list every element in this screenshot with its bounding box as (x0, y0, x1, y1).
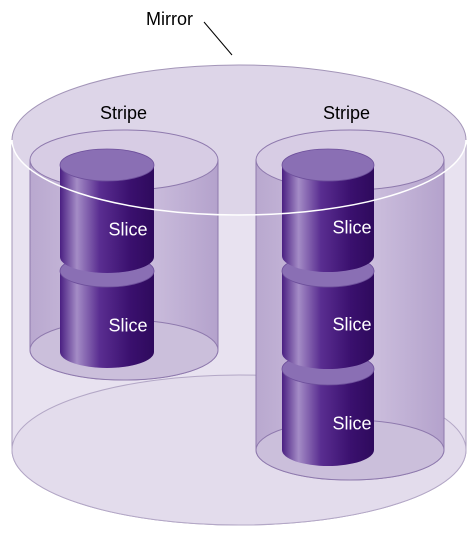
slice-label-left-1: Slice (108, 219, 148, 240)
slice-label-left-2: Slice (108, 315, 148, 336)
slice-label-right-3: Slice (332, 413, 372, 434)
slice-right-2 (281, 254, 375, 369)
slice-label-right-1: Slice (332, 217, 372, 238)
stripe-label-left: Stripe (100, 103, 148, 123)
slice-right-1 (281, 148, 375, 272)
slice-right-3 (281, 352, 375, 466)
mirror-leader-line (203, 21, 233, 56)
stripe-label-right: Stripe (323, 103, 371, 123)
mirror-top-rim-front (11, 139, 467, 216)
mirror-label: Mirror (146, 9, 193, 29)
slice-left-1 (59, 148, 155, 273)
slice-label-right-2: Slice (332, 314, 372, 335)
